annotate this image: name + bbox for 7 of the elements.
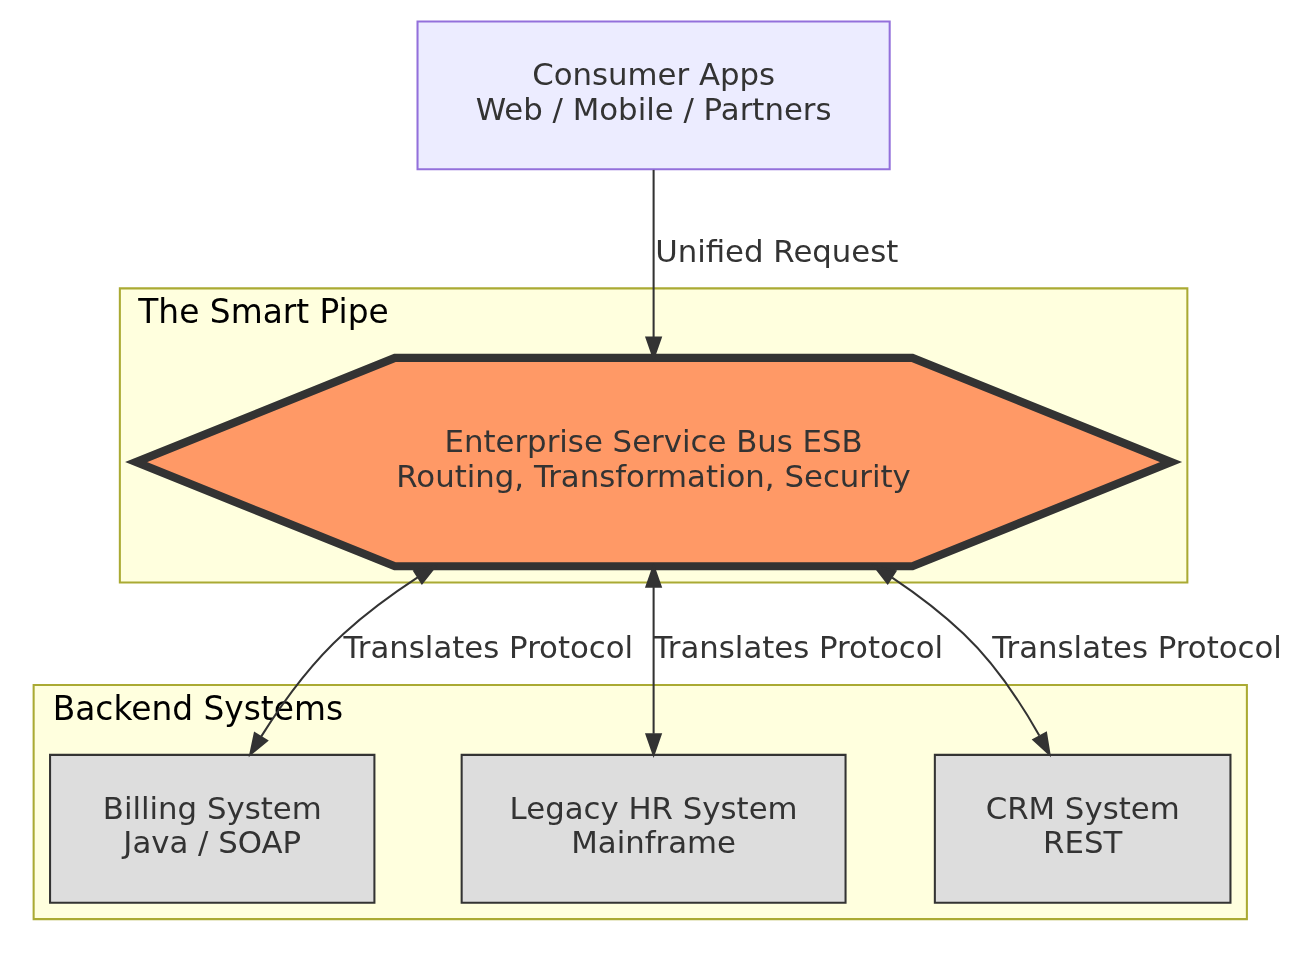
node-box: Billing System Java / SOAP [48, 753, 375, 904]
node-box: Consumer Apps Web / Mobile / Partners [416, 20, 891, 171]
node-box: Legacy HR System Mainframe [460, 753, 847, 904]
edge-label: Unified Request [654, 232, 898, 269]
edge-label: Translates Protocol [991, 629, 1282, 666]
node-box: CRM System REST [933, 753, 1231, 904]
edge-label: Translates Protocol [343, 629, 633, 666]
